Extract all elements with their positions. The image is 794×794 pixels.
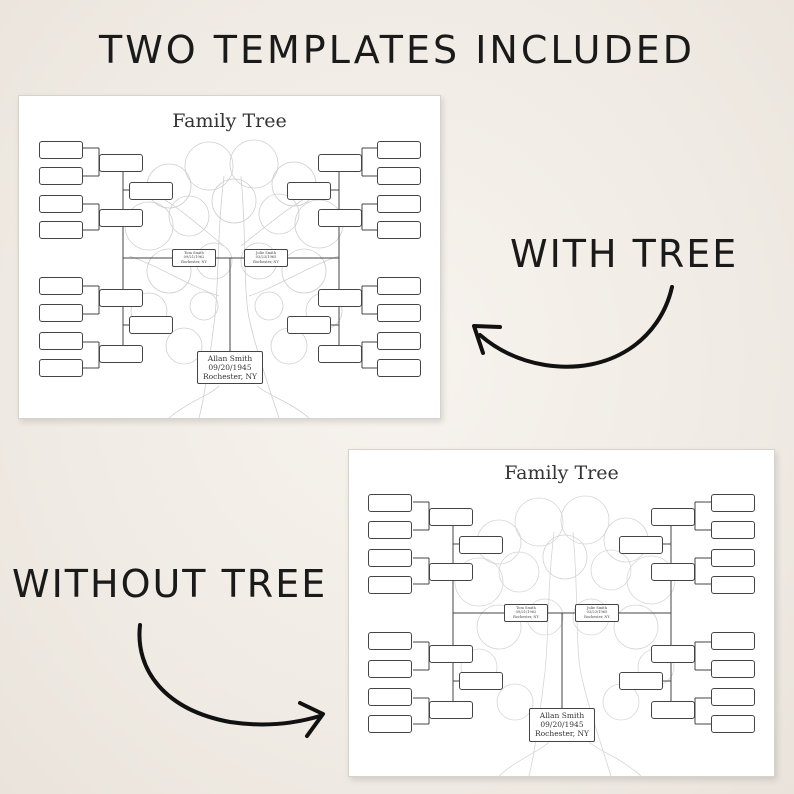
ancestor-box (287, 316, 331, 334)
ancestor-box (377, 332, 421, 350)
root-name: Allan Smith (207, 354, 253, 363)
root-person-box: Allan Smith 09/20/1945 Rochester, NY (529, 708, 595, 742)
ancestor-box (39, 359, 83, 377)
template-with-tree: Family Tree Tom Smith 09/21/1962 Rochest… (18, 95, 441, 419)
ancestor-box (368, 632, 412, 650)
ancestor-box (318, 154, 362, 172)
ancestor-box (39, 167, 83, 185)
ancestor-box (711, 688, 755, 706)
father-date: 09/21/1962 (515, 610, 537, 615)
mother-date: 03/23/1965 (255, 255, 277, 260)
root-person-box: Allan Smith 09/20/1945 Rochester, NY (197, 351, 263, 384)
with-tree-heading: WITH TREE (510, 232, 739, 276)
ancestor-box (429, 508, 473, 526)
ancestor-box (429, 645, 473, 663)
father-date: 09/21/1962 (183, 255, 205, 260)
mother-date: 03/23/1965 (586, 610, 608, 615)
ancestor-box (711, 632, 755, 650)
ancestor-box (129, 182, 173, 200)
father-place: Rochester, NY (181, 259, 207, 264)
ancestor-box (619, 536, 663, 554)
ancestor-box (368, 521, 412, 539)
ancestor-box (39, 304, 83, 322)
root-place: Rochester, NY (203, 372, 257, 381)
template-without-tree: Family Tree Tom Smith 09/21/1962 Rochest… (348, 449, 775, 777)
father-place: Rochester, NY (513, 614, 539, 619)
mother-box: Julie Smith 03/23/1965 Rochester, NY (244, 249, 288, 267)
tree-illustration (83, 139, 377, 418)
ancestor-box (429, 701, 473, 719)
ancestor-box (368, 688, 412, 706)
ancestor-box (39, 195, 83, 213)
father-name: Tom Smith (516, 606, 536, 610)
main-heading: TWO TEMPLATES INCLUDED (99, 28, 695, 72)
ancestor-box (459, 672, 503, 690)
ancestor-box (651, 563, 695, 581)
ancestor-box (99, 345, 143, 363)
mother-place: Rochester, NY (253, 259, 279, 264)
root-place: Rochester, NY (535, 729, 589, 738)
ancestor-box (377, 304, 421, 322)
ancestor-box (318, 345, 362, 363)
ancestor-box (368, 549, 412, 567)
ancestor-box (39, 221, 83, 239)
ancestor-box (39, 332, 83, 350)
ancestor-box (429, 563, 473, 581)
ancestor-box (711, 494, 755, 512)
ancestor-box (711, 576, 755, 594)
sheet-title: Family Tree (172, 110, 287, 132)
father-name: Tom Smith (184, 251, 204, 255)
ancestor-box (619, 672, 663, 690)
ancestor-box (459, 536, 503, 554)
ancestor-box (377, 167, 421, 185)
mother-name: Julie Smith (586, 606, 608, 610)
ancestor-box (368, 715, 412, 733)
ancestor-box (318, 289, 362, 307)
mother-place: Rochester, NY (584, 614, 610, 619)
ancestor-box (711, 549, 755, 567)
root-date: 09/20/1945 (208, 363, 252, 372)
ancestor-box (99, 209, 143, 227)
ancestor-box (368, 494, 412, 512)
ancestor-box (129, 316, 173, 334)
ancestor-box (368, 660, 412, 678)
ancestor-box (377, 277, 421, 295)
ancestor-box (39, 277, 83, 295)
mother-name: Julie Smith (255, 251, 277, 255)
father-box: Tom Smith 09/21/1962 Rochester, NY (504, 604, 548, 622)
ancestor-box (99, 154, 143, 172)
ancestor-box (39, 141, 83, 159)
without-tree-heading: WITHOUT TREE (12, 562, 328, 606)
ancestor-box (377, 221, 421, 239)
root-date: 09/20/1945 (540, 720, 584, 729)
ancestor-box (99, 289, 143, 307)
ancestor-box (651, 701, 695, 719)
ancestor-box (287, 182, 331, 200)
ancestor-box (711, 521, 755, 539)
tree-illustration (413, 495, 711, 776)
mother-box: Julie Smith 03/23/1965 Rochester, NY (575, 604, 619, 622)
sheet-title: Family Tree (504, 462, 619, 484)
ancestor-box (711, 715, 755, 733)
ancestor-box (368, 576, 412, 594)
ancestor-box (318, 209, 362, 227)
ancestor-box (651, 645, 695, 663)
father-box: Tom Smith 09/21/1962 Rochester, NY (172, 249, 216, 267)
ancestor-box (377, 141, 421, 159)
root-name: Allan Smith (539, 711, 585, 720)
ancestor-box (711, 660, 755, 678)
ancestor-box (377, 359, 421, 377)
ancestor-box (377, 195, 421, 213)
ancestor-box (651, 508, 695, 526)
